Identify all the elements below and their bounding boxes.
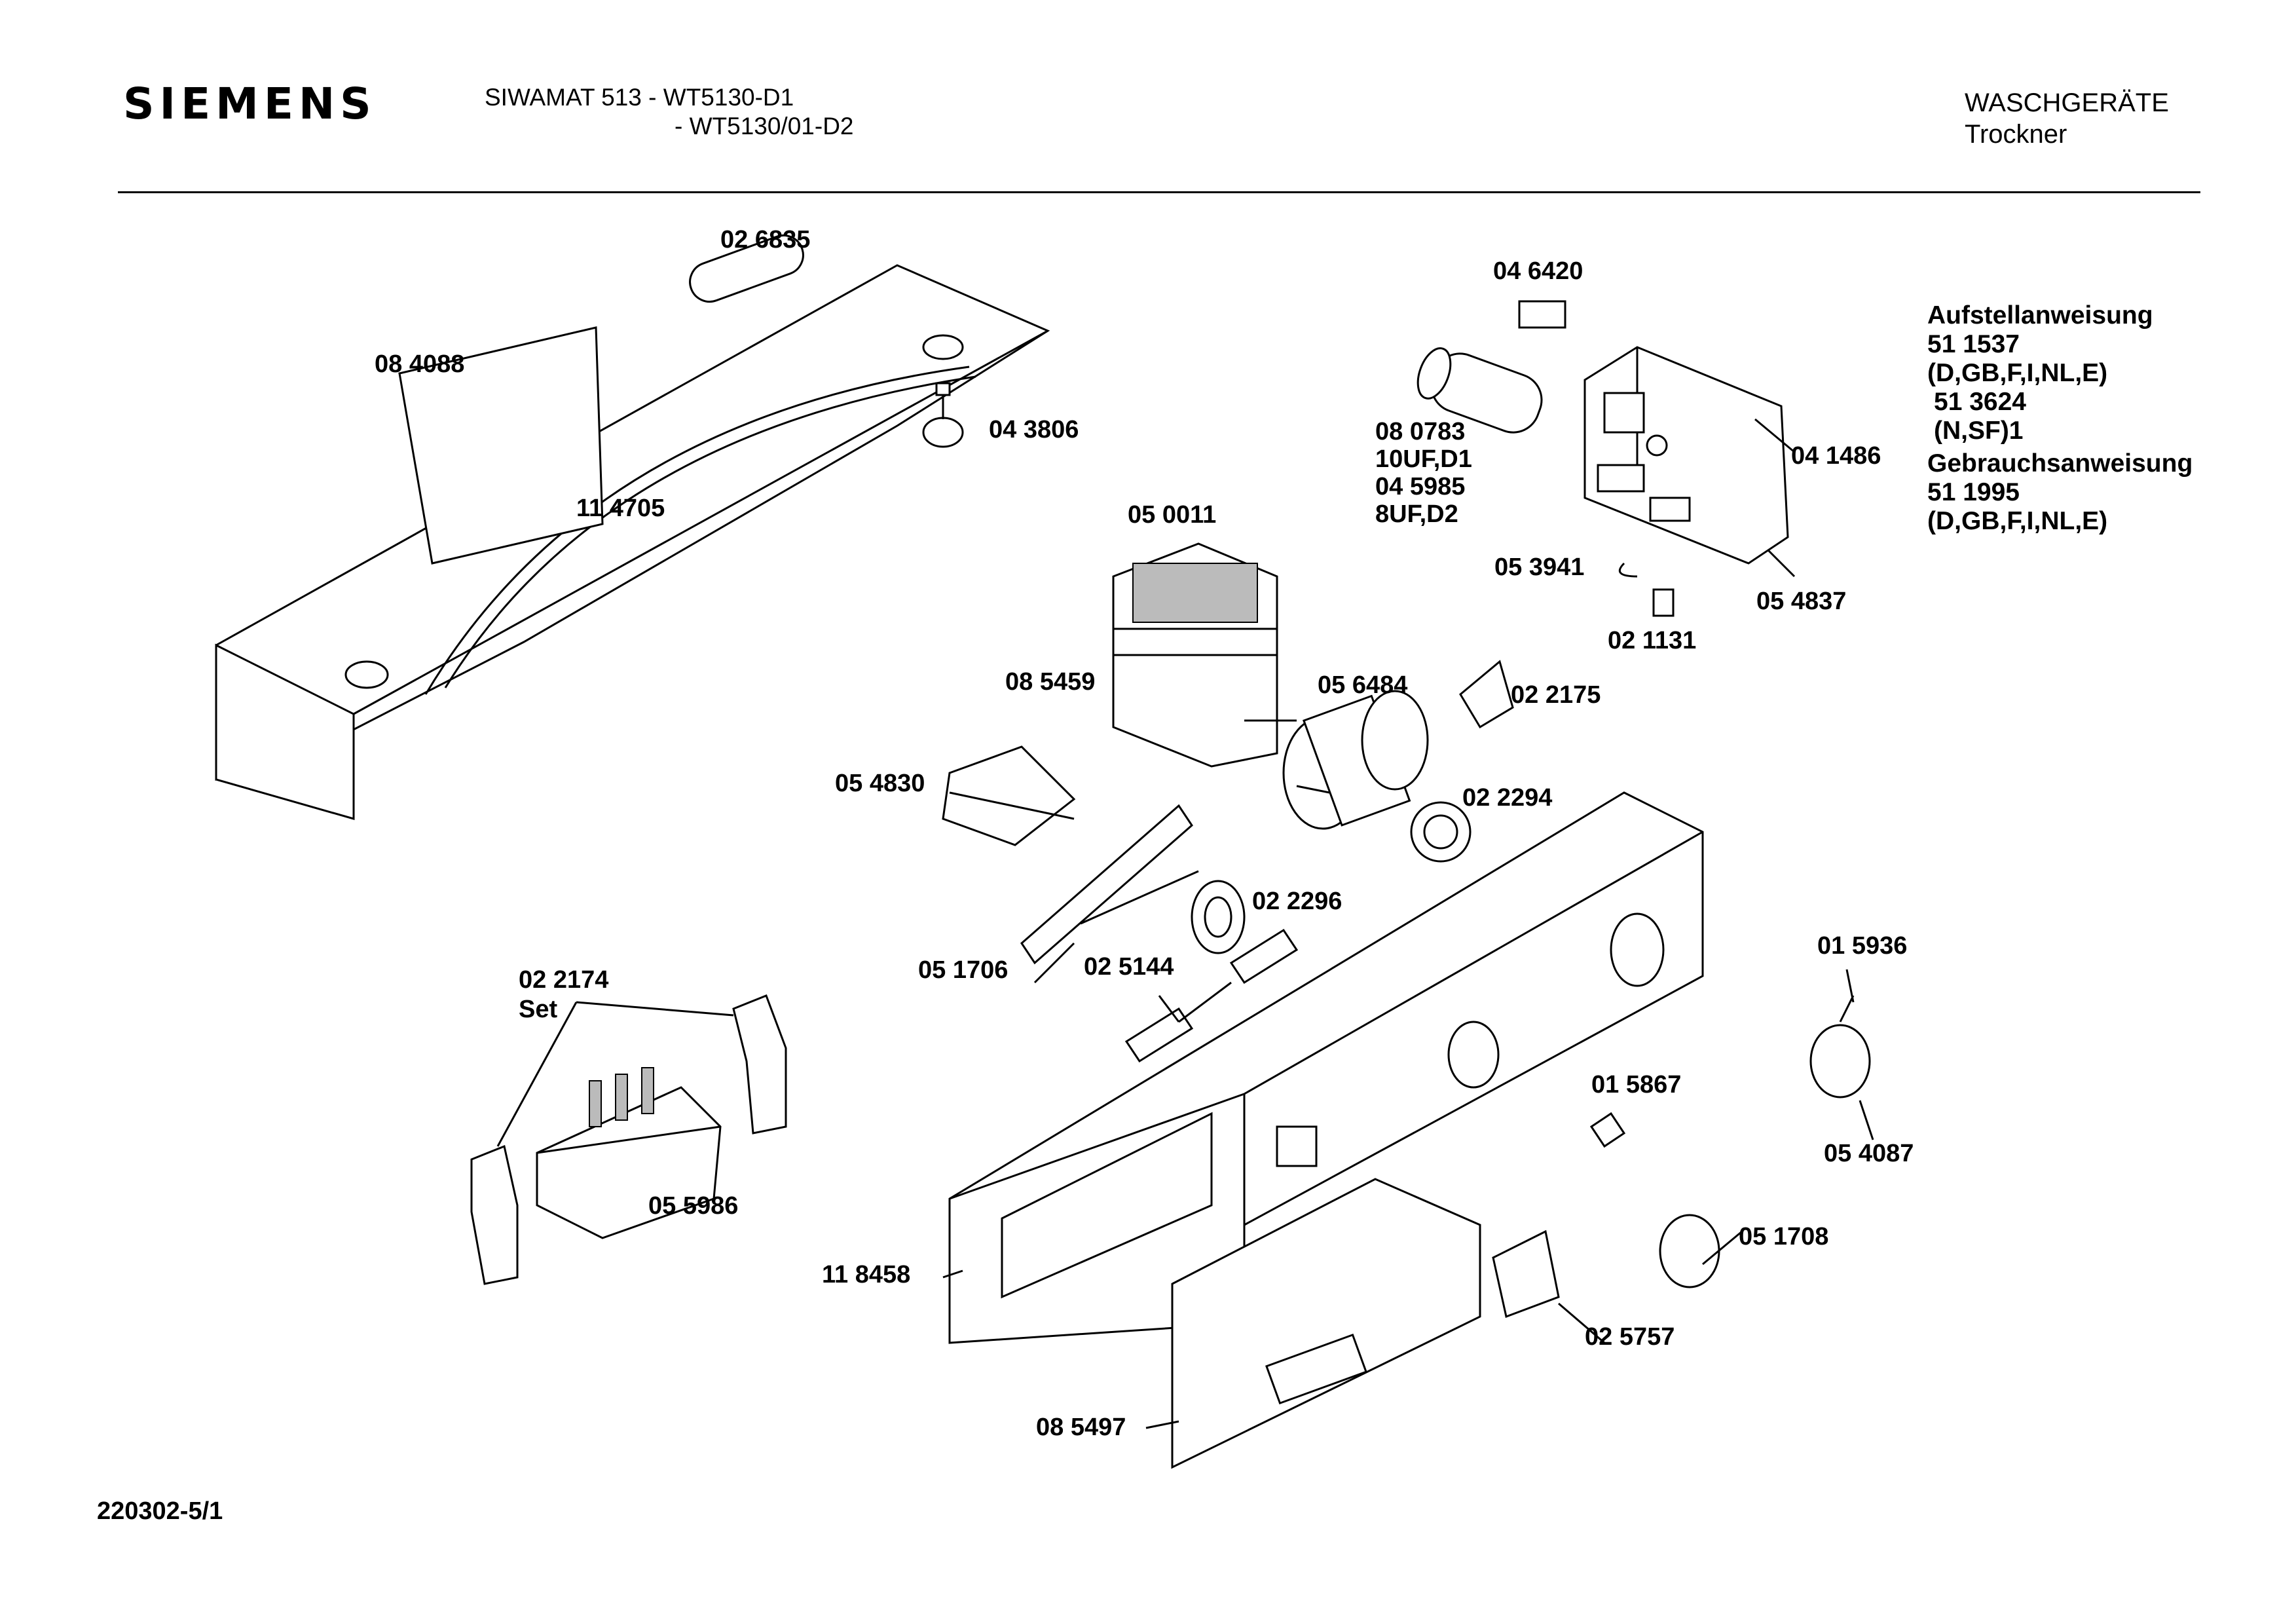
user-manual-languages: (D,GB,F,I,NL,E)	[1927, 507, 2108, 535]
part-label-022175: 02 2175	[1511, 681, 1601, 709]
part-label-022174-set: Set	[519, 996, 558, 1023]
panel-frame-drawing	[215, 234, 1050, 820]
part-label-051706: 05 1706	[918, 956, 1009, 984]
subcategory-title: Trockner	[1965, 120, 2067, 149]
small-motor-drawing	[922, 382, 964, 448]
part-label-056484: 05 6484	[1318, 671, 1408, 699]
header-divider	[118, 191, 2200, 193]
part-label-114705: 11 4705	[576, 495, 665, 522]
program-switch-drawing	[1112, 542, 1297, 768]
part-label-085497: 08 5497	[1036, 1414, 1126, 1441]
gear-drawing	[1191, 880, 1246, 954]
part-label-118458: 11 8458	[822, 1261, 911, 1288]
slider-blocks-drawing	[1124, 928, 1299, 1063]
part-label-021131: 02 1131	[1608, 627, 1697, 654]
model-number-line-2: - WT5130/01-D2	[675, 113, 854, 140]
part-label-015936: 01 5936	[1817, 932, 1908, 960]
install-instructions-languages-2: (N,SF)1	[1934, 417, 2024, 445]
part-label-054837: 05 4837	[1756, 588, 1847, 615]
install-instructions-number-1: 51 1537	[1927, 330, 2020, 358]
part-label-085459: 08 5459	[1005, 668, 1096, 696]
user-manual-number: 51 1995	[1927, 478, 2020, 506]
part-label-054087: 05 4087	[1824, 1140, 1914, 1167]
key-switch-set-drawing	[470, 994, 787, 1285]
part-label-015867: 01 5867	[1591, 1071, 1682, 1098]
user-manual-title: Gebrauchsanweisung	[1927, 449, 2193, 478]
install-instructions-number-2: 51 3624	[1934, 388, 2026, 416]
drawing-number: 220302-5/1	[97, 1497, 223, 1525]
category-title: WASCHGERÄTE	[1965, 88, 2169, 117]
push-button-block-drawing	[1492, 1229, 1560, 1319]
part-label-050011: 05 0011	[1128, 501, 1217, 529]
timer-motor-drawing	[1282, 660, 1514, 863]
guide-rail-drawing	[1020, 804, 1199, 965]
part-label-025144: 02 5144	[1084, 953, 1174, 981]
brand-logo: SIEMENS	[123, 79, 377, 129]
part-label-025757: 02 5757	[1585, 1323, 1675, 1351]
leader-lines	[496, 418, 1874, 1429]
part-label-026835: 02 6835	[720, 226, 811, 253]
part-label-046420: 04 6420	[1493, 257, 1583, 285]
electronic-module-drawing	[1583, 346, 1789, 617]
selector-switch-drawing	[942, 745, 1076, 846]
drawer-panel-drawing	[1171, 1178, 1481, 1469]
part-label-054830: 05 4830	[835, 770, 925, 797]
part-label-051708: 05 1708	[1739, 1223, 1829, 1250]
part-label-053941: 05 3941	[1494, 554, 1585, 581]
part-label-041486: 04 1486	[1791, 442, 1881, 470]
part-label-043806: 04 3806	[989, 416, 1079, 443]
part-label-045985: 04 5985	[1375, 473, 1466, 500]
part-spec-045985: 8UF,D2	[1375, 500, 1458, 528]
part-label-022296: 02 2296	[1252, 888, 1342, 915]
part-label-080783: 08 0783	[1375, 418, 1466, 445]
model-number-line-1: SIWAMAT 513 - WT5130-D1	[485, 84, 794, 111]
capacitor-drawing	[1416, 300, 1566, 434]
install-instructions-title: Aufstellanweisung	[1927, 301, 2153, 329]
fascia-panel-drawing	[948, 791, 1704, 1344]
knobs-drawing	[1589, 995, 1871, 1288]
part-label-022174: 02 2174	[519, 966, 609, 994]
part-label-055986: 05 5986	[648, 1192, 739, 1220]
part-label-084088: 08 4088	[375, 350, 465, 378]
install-instructions-languages-1: (D,GB,F,I,NL,E)	[1927, 359, 2108, 387]
part-label-022294: 02 2294	[1462, 784, 1553, 812]
part-spec-080783: 10UF,D1	[1375, 445, 1472, 473]
